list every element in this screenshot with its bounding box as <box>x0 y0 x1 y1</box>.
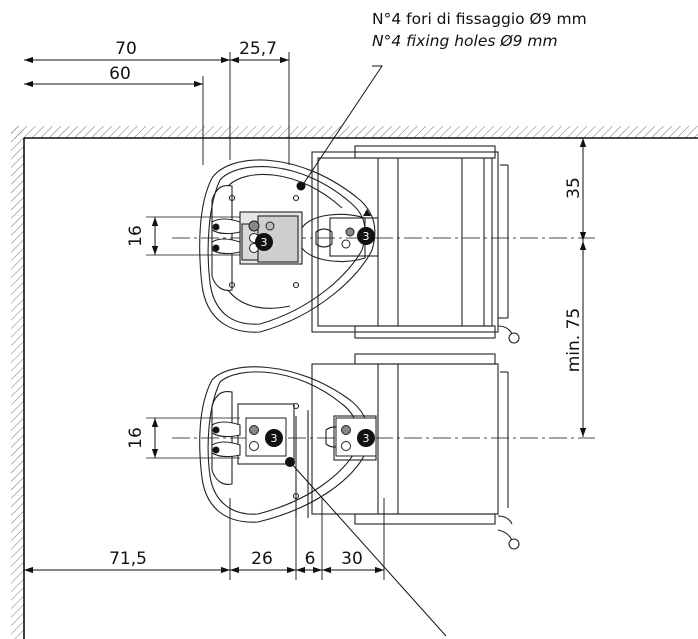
upper-control-panel: 3 3 <box>248 209 375 253</box>
lower-side-knob-icon <box>357 429 375 447</box>
dimension-35: 35 <box>564 138 587 241</box>
bottom-extension-lines <box>229 498 385 580</box>
dimension-16-lower-label: 16 <box>126 427 146 449</box>
wall-left <box>11 126 25 639</box>
lower-control-panel: 3 3 <box>245 417 377 457</box>
dimension-16-upper-label: 16 <box>126 225 146 247</box>
dimension-min-75: min. 75 <box>564 241 587 437</box>
fixing-hole-leader-bottom <box>285 457 447 637</box>
dimension-60: 60 <box>24 64 203 88</box>
dimension-6-label: 6 <box>305 549 316 569</box>
upper-side-knob-label: 3 <box>363 230 370 243</box>
dimension-71-5: 71,5 <box>24 549 230 574</box>
wall-top <box>11 126 698 139</box>
dimension-30: 30 <box>322 549 384 574</box>
dimension-26-label: 26 <box>251 549 273 569</box>
lower-main-knob-icon <box>265 429 283 447</box>
dimension-70: 70 <box>24 39 230 64</box>
dimension-35-label: 35 <box>564 177 584 199</box>
dimension-71-5-label: 71,5 <box>109 549 147 569</box>
upper-main-knob-label: 3 <box>261 236 268 249</box>
lower-side-knob-label: 3 <box>363 432 370 445</box>
dimension-70-label: 70 <box>115 39 137 59</box>
dimension-16-upper: 16 <box>126 216 240 256</box>
upper-side-knob-icon <box>357 227 375 245</box>
lower-main-knob-label: 3 <box>271 432 278 445</box>
upper-main-knob-icon <box>255 233 273 251</box>
dimension-60-label: 60 <box>109 64 131 84</box>
dimension-16-lower: 16 <box>126 417 240 459</box>
fixing-hole-leader-top <box>296 65 383 191</box>
dimension-25-7: 25,7 <box>230 39 289 64</box>
dimension-6: 6 <box>296 549 322 574</box>
top-extension-lines <box>202 52 290 165</box>
fixing-holes-note-italian: N°4 fori di fissaggio Ø9 mm <box>372 10 587 28</box>
dimension-25-7-label: 25,7 <box>239 39 277 59</box>
dimension-30-label: 30 <box>341 549 363 569</box>
dimension-min-75-label: min. 75 <box>564 308 584 373</box>
fixing-holes-note-english: N°4 fixing holes Ø9 mm <box>372 32 558 50</box>
upper-chair-unit <box>199 145 520 344</box>
dimension-26: 26 <box>230 549 296 574</box>
